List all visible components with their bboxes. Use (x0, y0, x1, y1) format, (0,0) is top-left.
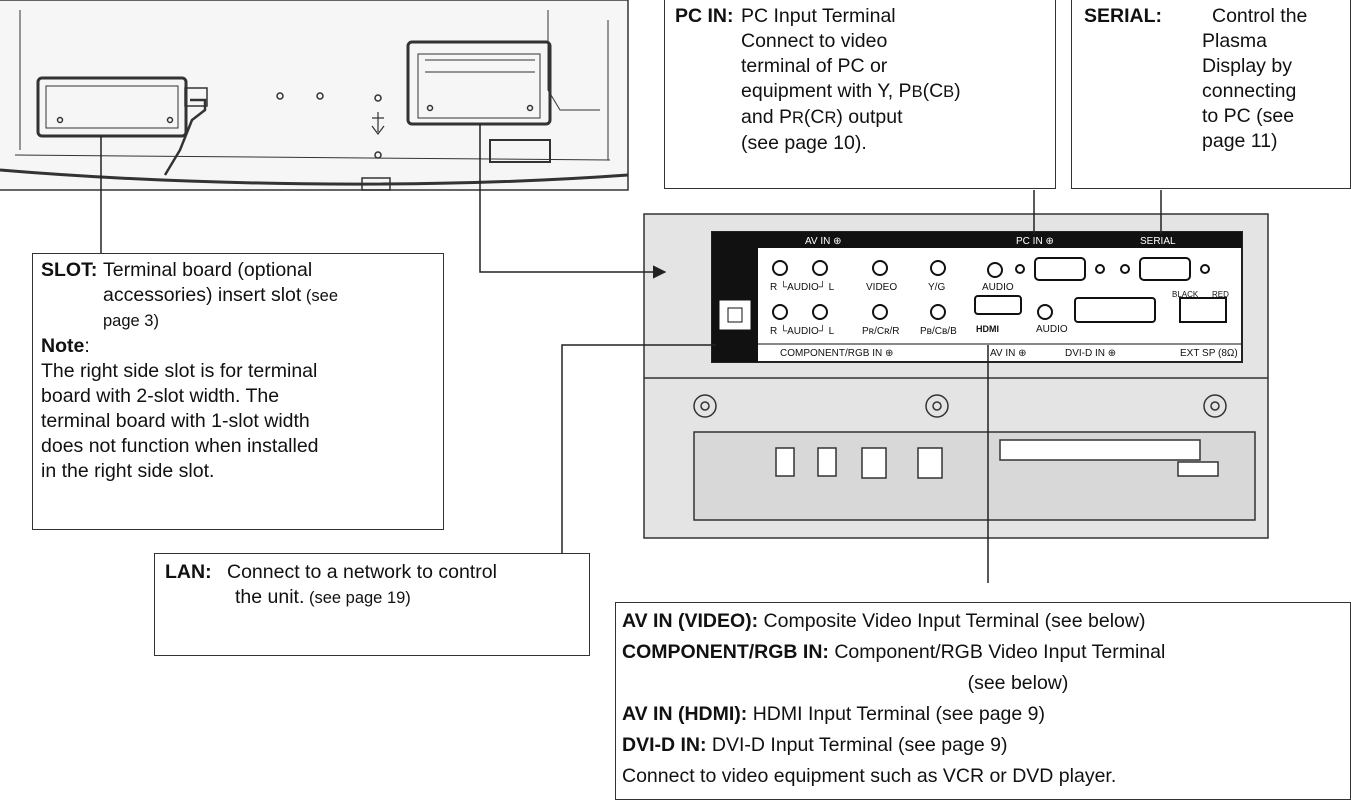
panel-label-serial: SERIAL (1140, 236, 1176, 247)
av-line-hdmi: AV IN (HDMI): HDMI Input Terminal (see p… (622, 703, 1045, 725)
pc-in-line-1: PC Input Terminal (741, 5, 896, 27)
panel-label-yg: Y/G (928, 282, 945, 293)
panel-label-audio-rl-2: R └AUDIO┘ L (770, 324, 835, 337)
slot-line-1: Terminal board (optional (103, 259, 313, 281)
panel-label-dvi: DVI-D IN ⊕ (1065, 348, 1116, 359)
av-line-dvi: DVI-D IN: DVI-D Input Terminal (see page… (622, 734, 1008, 756)
slot-note-heading: Note: (41, 335, 90, 357)
slot-line-3: page 3) (103, 312, 159, 330)
panel-label-red: RED (1212, 290, 1229, 299)
panel-label-hdmi: HDMI (976, 324, 999, 334)
pc-in-line-4: equipment with Y, PB(CB) (741, 80, 961, 102)
leader-lines (100, 124, 1162, 583)
panel-label-black: BLACK (1172, 290, 1199, 299)
slot-line-2: accessories) insert slot (see (103, 284, 339, 306)
connector-panel-illustration: AV IN ⊕ PC IN ⊕ SERIAL R └AUDIO┘ L VIDEO… (643, 213, 1269, 539)
pc-in-line-5: and PR(CR) output (741, 106, 903, 128)
serial-line-6: page 11) (1202, 130, 1278, 152)
pc-in-callout: PC IN: PC Input Terminal Connect to vide… (664, 0, 1056, 189)
lan-callout: LAN: Connect to a network to control the… (154, 553, 590, 656)
serial-line-5: to PC (see (1202, 105, 1295, 127)
serial-callout: SERIAL: Control the Plasma Display by co… (1071, 0, 1351, 189)
pc-in-label: PC IN: (675, 5, 734, 27)
av-line-component-see-below: (see below) (967, 672, 1069, 694)
slot-label: SLOT: (41, 259, 98, 281)
pc-in-line-3: terminal of PC or (741, 55, 888, 77)
panel-label-lan: LAN (717, 348, 736, 359)
pc-in-line-2: Connect to video (741, 30, 888, 52)
lan-line-2: the unit. (see page 19) (235, 586, 411, 608)
av-line-connect: Connect to video equipment such as VCR o… (622, 765, 1117, 787)
panel-label-video: VIDEO (866, 282, 897, 293)
slot-note-line-2: board with 2-slot width. The (41, 385, 280, 407)
panel-label-audio-pc: AUDIO (982, 282, 1014, 293)
serial-line-4: connecting (1202, 80, 1297, 102)
av-in-callout: AV IN (VIDEO): Composite Video Input Ter… (615, 602, 1351, 800)
serial-line-2: Plasma (1202, 30, 1268, 52)
slot-note-line-4: does not function when installed (41, 435, 319, 457)
panel-label-audio-rl: R └AUDIO┘ L (770, 280, 835, 293)
serial-line-1: Control the (1212, 5, 1308, 27)
panel-label-pb: Pʙ/Cʙ/B (920, 326, 957, 337)
slot-callout: SLOT: Terminal board (optional accessori… (32, 253, 444, 530)
slot-note-line-3: terminal board with 1-slot width (41, 410, 310, 432)
display-rear-illustration (0, 0, 629, 191)
panel-label-component: COMPONENT/RGB IN ⊕ (780, 348, 893, 359)
serial-label: SERIAL: (1084, 5, 1162, 27)
serial-line-3: Display by (1202, 55, 1292, 77)
panel-label-av-in-2: AV IN ⊕ (990, 348, 1027, 359)
panel-label-pc-in: PC IN ⊕ (1016, 236, 1054, 247)
panel-label-av-in: AV IN ⊕ (805, 236, 842, 247)
panel-label-audio-dvi: AUDIO (1036, 324, 1068, 335)
av-line-video: AV IN (VIDEO): Composite Video Input Ter… (622, 610, 1146, 632)
lan-label: LAN: (165, 561, 212, 583)
pc-in-line-6: (see page 10). (741, 132, 867, 154)
av-line-component: COMPONENT/RGB IN: Component/RGB Video In… (622, 641, 1166, 663)
panel-label-pr: Pʀ/Cʀ/R (862, 326, 900, 337)
panel-label-ext-sp: EXT SP (8Ω) (1180, 348, 1238, 359)
slot-note-line-1: The right side slot is for terminal (41, 360, 318, 382)
lan-line-1: Connect to a network to control (227, 561, 497, 583)
slot-note-line-5: in the right side slot. (41, 460, 215, 482)
